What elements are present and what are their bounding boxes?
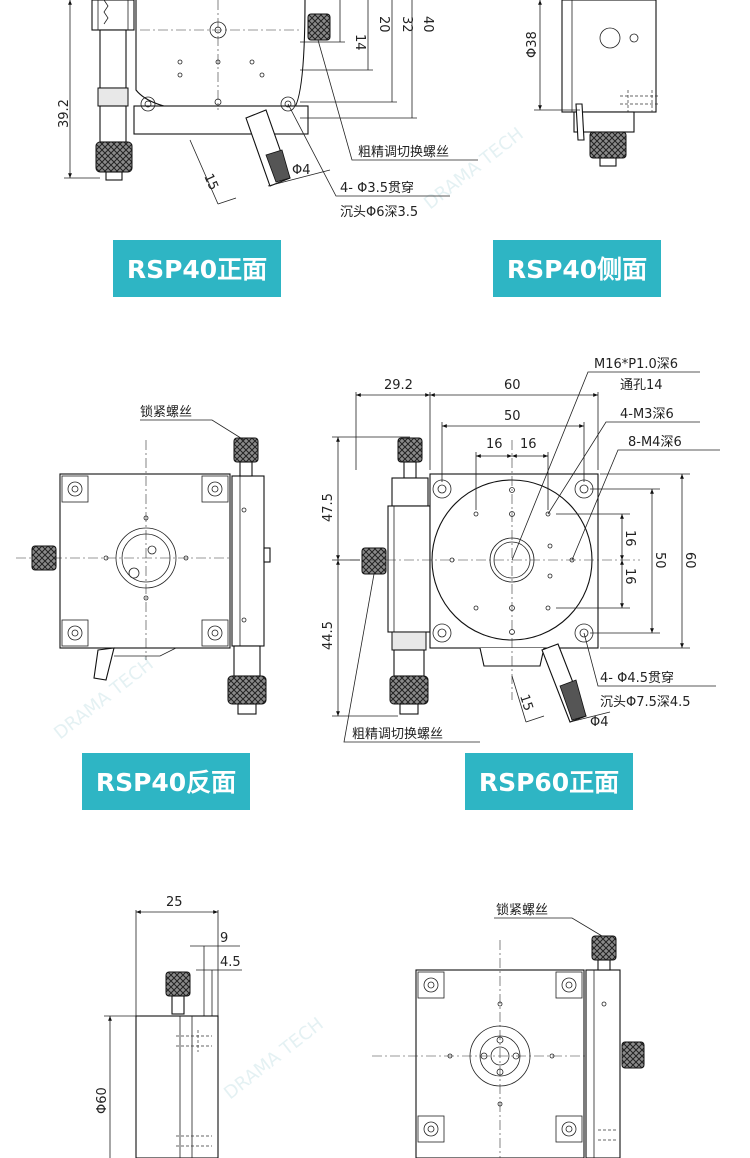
dim-phi38: Φ38 (525, 31, 540, 58)
rsp40-side-view: Φ38 (525, 0, 660, 167)
dim-44-5: 44.5 (321, 621, 336, 650)
rsp60-front-view: 29.2 60 50 16 16 47.5 44.5 16 16 50 60 1… (321, 357, 720, 743)
rsp40-front-view: 39.2 14 20 32 40 15 Φ4 粗精调切换螺丝 4- Φ3.5贯穿… (57, 0, 478, 220)
dim-39-2: 39.2 (57, 99, 72, 128)
banner-rsp40-back-text: RSP40反面 (96, 768, 236, 797)
banner-rsp40-side-text: RSP40侧面 (507, 255, 647, 284)
banner-rsp40-back: RSP40反面 (82, 753, 250, 810)
dim-40: 40 (420, 16, 435, 33)
side-knob-icon (589, 131, 627, 159)
rsp60-side-view: 25 9 4.5 Φ60 (95, 895, 242, 1158)
side-lock-knob-icon (165, 971, 191, 997)
rotary-table (135, 0, 306, 113)
rsp60-lock-screw-icon (591, 935, 617, 961)
micrometer-knob-icon (95, 141, 133, 173)
micrometer-sleeve (99, 29, 127, 89)
dim-14: 14 (352, 34, 367, 51)
dim-phi4-rsp60: Φ4 (590, 715, 609, 730)
dim-47-5: 47.5 (321, 493, 336, 522)
label-coarse-fine-screw: 粗精调切换螺丝 (358, 145, 449, 160)
dim-4-5: 4.5 (220, 955, 241, 970)
rsp60-back-view: 锁紧螺丝 (372, 902, 645, 1158)
dim-29-2: 29.2 (384, 378, 413, 393)
dim-16b: 16 (520, 437, 537, 452)
label-coarse-fine-screw-rsp60: 粗精调切换螺丝 (352, 727, 443, 742)
label-rsp60-hole-2: 沉头Φ7.5深4.5 (600, 695, 691, 710)
label-rsp60-hole-1: 4- Φ4.5贯穿 (600, 670, 674, 686)
watermark-text: DRAMA TECH (220, 1014, 327, 1104)
back-micrometer-body (231, 475, 265, 647)
banner-rsp40-side: RSP40侧面 (493, 240, 661, 297)
spring-icon (103, 0, 109, 25)
banner-rsp60-front-text: RSP60正面 (479, 768, 619, 797)
dim-v60: 60 (682, 552, 697, 569)
label-rsp40-hole-1: 4- Φ3.5贯穿 (340, 180, 414, 196)
dim-phi60: Φ60 (95, 1087, 110, 1114)
dim-15: 15 (200, 172, 220, 193)
side-body (561, 0, 657, 113)
lock-screw-icon (233, 437, 259, 463)
dim-15-rsp60: 15 (516, 693, 535, 713)
back-micrometer-knob-icon (227, 675, 267, 705)
rsp40-back-view: 锁紧螺丝 (16, 404, 271, 715)
dim-v50: 50 (652, 552, 667, 569)
banner-rsp40-front-text: RSP40正面 (127, 255, 267, 284)
rsp60-micrometer-body (387, 505, 431, 633)
dim-16a: 16 (486, 437, 503, 452)
label-lock-screw-back: 锁紧螺丝 (140, 404, 192, 420)
back-lock-handle (93, 647, 115, 681)
dim-20: 20 (376, 16, 391, 33)
back-side-knob-icon (31, 545, 57, 571)
rsp60-coarse-fine-screw-icon (361, 547, 387, 575)
banner-rsp60-front: RSP60正面 (465, 753, 633, 810)
rsp60-back-side-knob-icon (621, 1041, 645, 1069)
dim-25: 25 (166, 895, 183, 910)
label-m16-through: 通孔14 (620, 378, 663, 393)
coarse-fine-screw-icon (307, 13, 331, 41)
dim-v16b: 16 (622, 568, 637, 585)
banner-rsp40-front: RSP40正面 (113, 240, 281, 297)
dim-v16a: 16 (622, 530, 637, 547)
label-m3-holes: 4-M3深6 (620, 407, 674, 422)
label-m16-thread: M16*P1.0深6 (594, 357, 678, 372)
label-m4-holes: 8-M4深6 (628, 435, 682, 450)
back-plate (59, 473, 231, 649)
rsp60-top-knob-icon (397, 437, 423, 463)
dim-60-top: 60 (504, 378, 521, 393)
label-lock-screw-rsp60: 锁紧螺丝 (496, 902, 548, 918)
dim-9: 9 (220, 931, 228, 946)
dim-phi4: Φ4 (292, 163, 311, 178)
watermark-text: DRAMA TECH (420, 124, 527, 214)
side-body-lower (135, 1015, 219, 1158)
rsp60-micrometer-top (391, 477, 429, 507)
rsp60-micrometer-knob-icon (389, 675, 429, 705)
dim-32: 32 (399, 16, 414, 33)
base-plate (133, 105, 309, 135)
dim-50-top: 50 (504, 409, 521, 424)
label-rsp40-hole-2: 沉头Φ6深3.5 (340, 205, 418, 220)
